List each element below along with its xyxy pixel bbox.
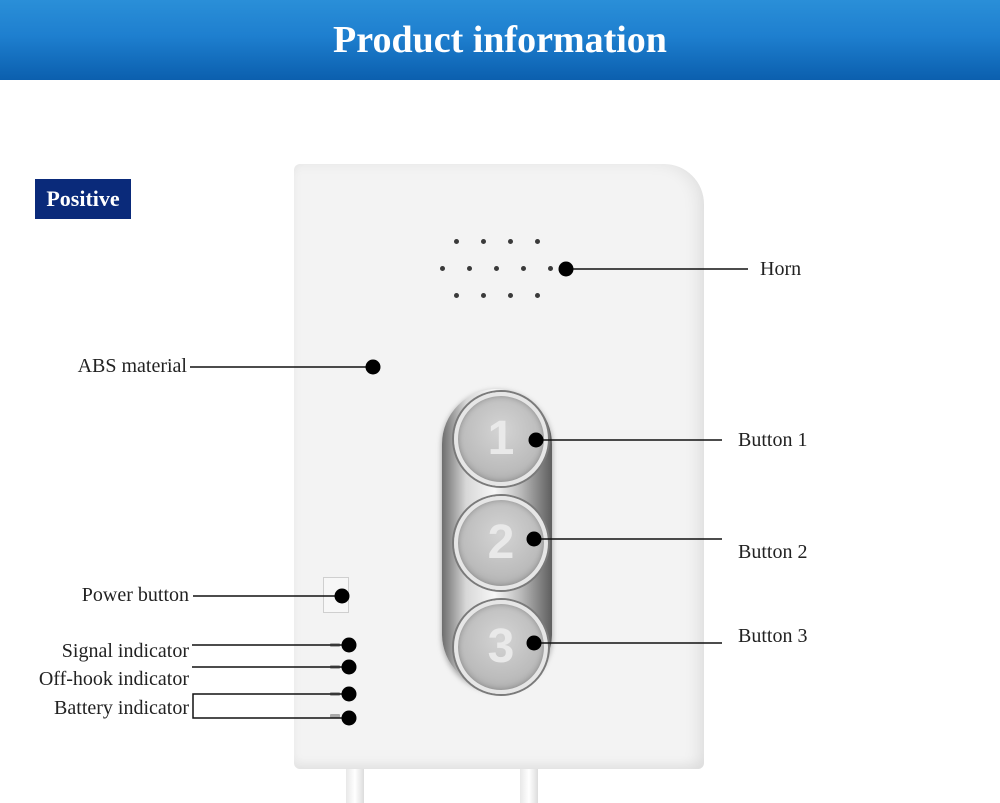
speaker-hole — [535, 293, 540, 298]
page-title: Product information — [333, 19, 667, 61]
positive-badge: Positive — [35, 179, 131, 219]
offhook-indicator-label: Off-hook indicator — [38, 668, 189, 690]
header-banner: Product information — [0, 0, 1000, 80]
battery-marker-bottom — [341, 710, 357, 726]
battery-leader — [192, 693, 349, 719]
speaker-hole — [454, 293, 459, 298]
speaker-hole — [481, 293, 486, 298]
button-2-label: Button 2 — [738, 541, 808, 563]
speaker-hole — [440, 266, 445, 271]
abs-marker — [365, 359, 381, 375]
speaker-hole — [535, 239, 540, 244]
power-cable-right — [520, 769, 538, 803]
signal-indicator-label: Signal indicator — [61, 640, 189, 662]
power-marker — [334, 588, 350, 604]
signal-marker — [341, 637, 357, 653]
battery-indicator-label: Battery indicator — [54, 697, 189, 719]
speaker-hole — [481, 239, 486, 244]
offhook-marker — [341, 659, 357, 675]
button-3-label: Button 3 — [738, 625, 808, 647]
power-cable-left — [346, 769, 364, 803]
button3-marker — [526, 635, 542, 651]
button2-marker — [526, 531, 542, 547]
button-1-label: Button 1 — [738, 429, 808, 451]
button1-marker — [528, 432, 544, 448]
button-1[interactable]: 1 — [454, 392, 548, 486]
speaker-hole — [521, 266, 526, 271]
speaker-hole — [494, 266, 499, 271]
speaker-hole — [508, 293, 513, 298]
speaker-hole — [508, 239, 513, 244]
speaker-hole — [467, 266, 472, 271]
horn-marker — [558, 261, 574, 277]
abs-material-label: ABS material — [77, 355, 187, 377]
speaker-hole — [454, 239, 459, 244]
speaker-hole — [548, 266, 553, 271]
horn-label: Horn — [760, 258, 802, 280]
battery-led — [330, 714, 340, 718]
battery-marker-top — [341, 686, 357, 702]
power-button-label: Power button — [81, 584, 189, 606]
